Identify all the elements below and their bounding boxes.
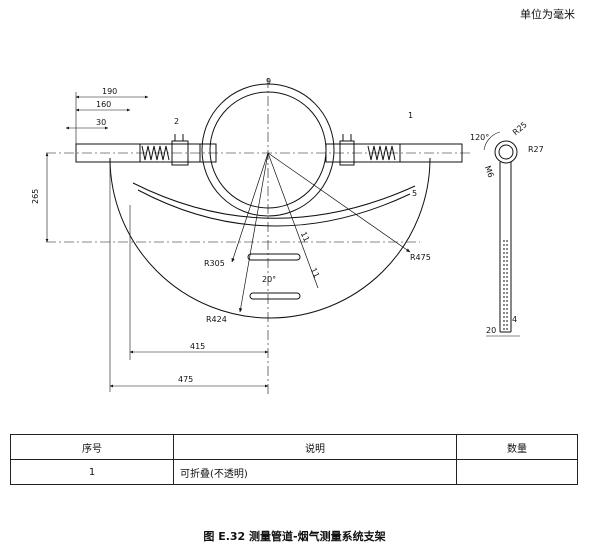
table-header-row: 序号 说明 数量 <box>10 434 578 460</box>
dim-5-label: 5 <box>412 189 417 198</box>
unit-note: 单位为毫米 <box>520 8 575 21</box>
inner-rail-arc-1 <box>137 189 411 227</box>
dim-11b-label: 11 <box>309 266 321 279</box>
left-clamp <box>171 134 189 166</box>
figure-caption: 图 E.32 测量管道-烟气测量系统支架 <box>203 530 386 543</box>
r27-label: R27 <box>528 145 544 154</box>
r424-label: R424 <box>206 315 227 324</box>
dimension-labels: 1 190 160 30 2 265 415 475 5 11 11 20° 1… <box>31 77 544 384</box>
header-desc: 说明 <box>173 434 457 460</box>
dim-160-label: 160 <box>96 100 111 109</box>
cell-desc: 可折叠(不透明) <box>173 459 457 485</box>
r475-label: R475 <box>410 253 431 262</box>
inner-rail-arc-2 <box>132 182 416 219</box>
header-qty: 数量 <box>456 434 578 460</box>
dim-11a-label: 11 <box>299 230 311 243</box>
adjust-slots <box>247 253 301 300</box>
radius-leaders <box>231 152 411 313</box>
side-view <box>483 131 520 337</box>
angle-120-label: 120° <box>470 133 489 142</box>
outer-arc <box>109 157 431 319</box>
slot-lower <box>249 292 301 300</box>
side-ring <box>494 140 518 164</box>
r25-label: R25 <box>511 120 529 137</box>
dim-2-label: 2 <box>174 117 179 126</box>
angle-20-label: 20° <box>262 275 276 284</box>
header-seq: 序号 <box>10 434 174 460</box>
dim-475-label: 475 <box>178 375 193 384</box>
spec-table: 序号 说明 数量 1 可折叠(不透明) <box>10 434 578 485</box>
dim-265-label: 265 <box>31 189 40 204</box>
support-frame-drawing: 1 190 160 30 2 265 415 475 5 11 11 20° 1… <box>31 77 544 395</box>
part-1-label: 1 <box>408 111 413 120</box>
dimension-lines <box>45 92 269 392</box>
r305-label: R305 <box>204 259 225 268</box>
table-row: 1 可折叠(不透明) <box>10 459 578 485</box>
side-20-label: 20 <box>486 326 496 335</box>
cell-qty <box>456 459 578 485</box>
right-clamp <box>339 134 355 166</box>
top-mark-label: 9 <box>266 77 271 86</box>
slot-upper <box>247 253 301 261</box>
dim-190-label: 190 <box>102 87 117 96</box>
side-4-label: 4 <box>512 315 517 324</box>
center-lines <box>46 78 470 395</box>
cell-seq: 1 <box>10 459 174 485</box>
dim-30-label: 30 <box>96 118 106 127</box>
m6-label: M6 <box>483 165 496 179</box>
dim-415-label: 415 <box>190 342 205 351</box>
